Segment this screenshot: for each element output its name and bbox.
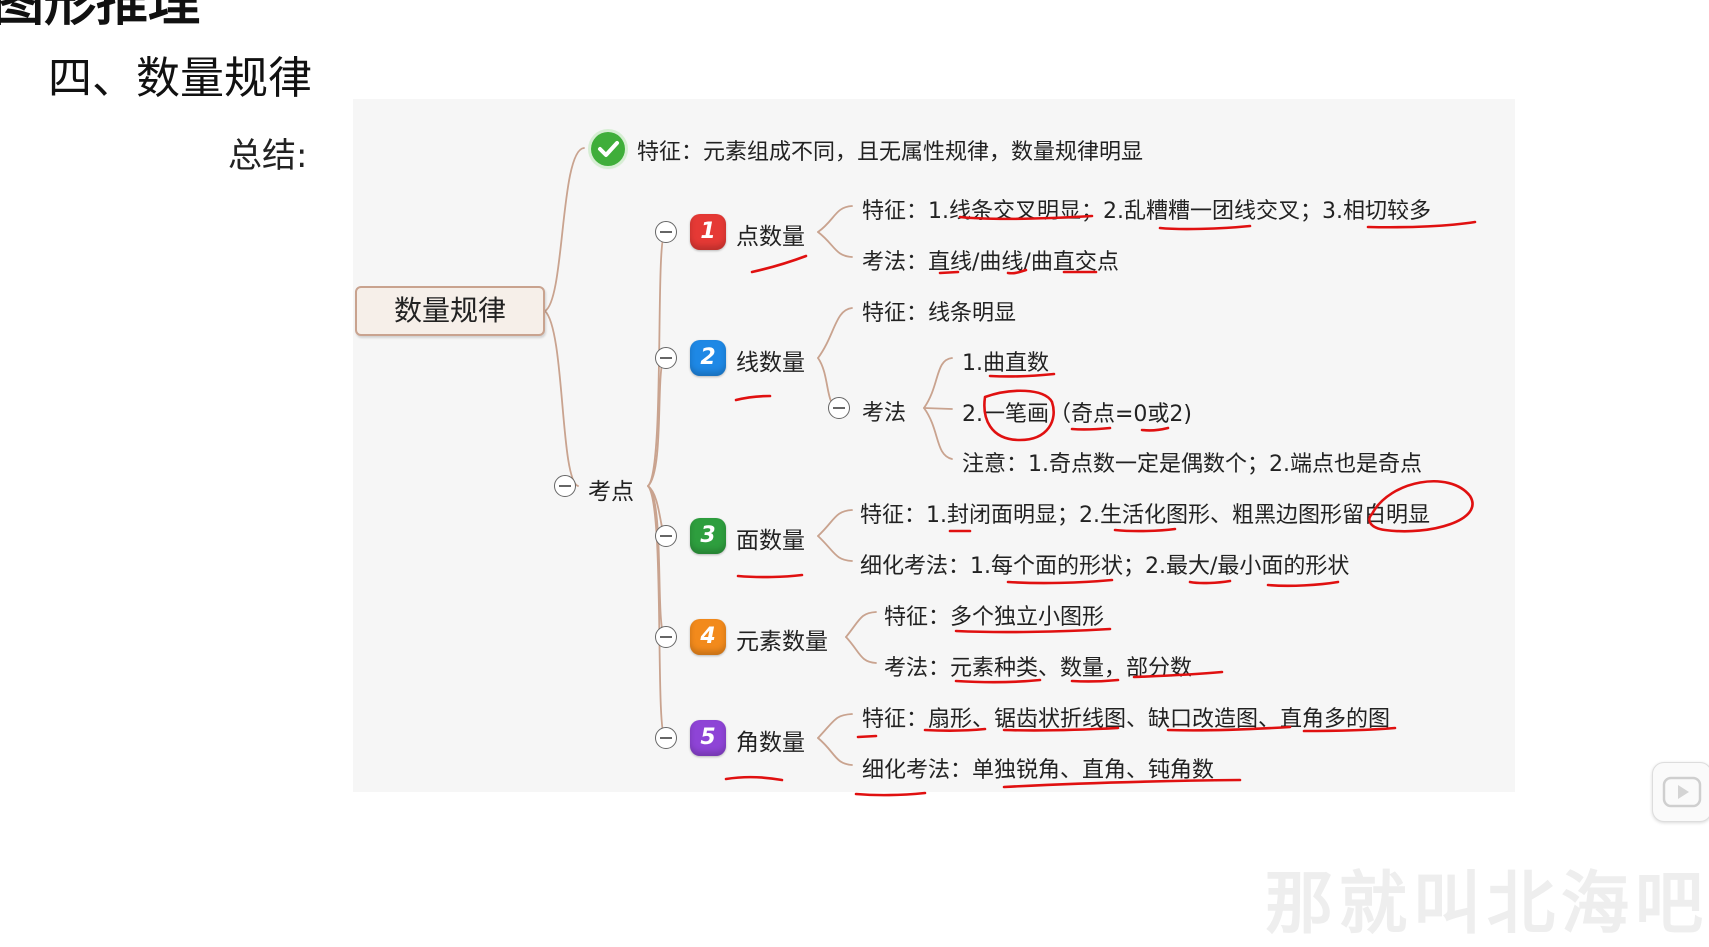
ink-underline [734,394,772,402]
ink-underline [724,775,784,782]
check-icon [591,132,625,166]
collapse-icon[interactable] [554,475,576,497]
summary-label: 总结: [228,136,308,176]
mindmap-panel [353,99,1515,792]
ink-underline [1070,678,1120,683]
play-button[interactable] [1652,762,1709,822]
branch-3-label[interactable]: 面数量 [736,528,805,554]
ink-underline [1158,224,1252,231]
ink-underline [1166,725,1292,732]
branch-3-method: 细化考法：1.每个面的形状；2.最大/最小面的形状 [860,554,1350,579]
ink-underline [1006,578,1114,585]
ink-underline [1188,579,1232,585]
branch-5-feature: 特征：扇形、锯齿状折线图、缺口改造图、直角多的图 [862,707,1391,732]
feature-top: 特征：元素组成不同，且无属性规律，数量规律明显 [637,140,1144,165]
ink-underline [1366,220,1477,229]
ink-underline [856,734,878,739]
branch-1-feature: 特征：1.线条交叉明显；2.乱糟糟一团线交叉；3.相切较多 [862,199,1431,224]
ink-underline [750,254,808,274]
collapse-icon[interactable] [655,347,677,369]
branch-2-feature: 特征：线条明显 [862,301,1017,326]
branch-2-sub-3: 注意：1.奇点数一定是偶数个；2.端点也是奇点 [962,452,1422,477]
number-3-icon: 3 [690,518,726,554]
ink-underline [1132,670,1224,679]
ink-underline [1266,580,1340,588]
branch-2-sub-1: 1.曲直数 [962,351,1049,376]
ink-underline [1302,726,1397,733]
number-5-icon: 5 [690,720,726,756]
ink-underline [923,727,987,732]
branch-5-method: 细化考法：单独锐角、直角、钝角数 [862,758,1215,783]
branch-2-label[interactable]: 线数量 [736,350,805,376]
collapse-icon[interactable] [655,525,677,547]
ink-circle [983,389,1055,442]
ink-underline [736,573,804,579]
branch-3-feature: 特征：1.封闭面明显；2.生活化图形、粗黑边图形留白明显 [860,503,1430,528]
branch-1-label[interactable]: 点数量 [736,224,805,250]
section-title: 四、数量规律 [48,53,312,104]
branch-5-label[interactable]: 角数量 [736,730,805,756]
number-2-icon: 2 [690,340,726,376]
ink-underline [954,627,1112,634]
handwritten-annotations [724,214,1477,797]
collapse-icon[interactable] [655,727,677,749]
ink-underline [988,372,1056,378]
cropped-heading: 图形推理 [0,0,201,33]
branch-4-label[interactable]: 元素数量 [736,629,828,655]
root-node[interactable]: 数量规律 [355,286,545,336]
branch-4-feature: 特征：多个独立小图形 [884,605,1105,630]
branch-2-sub-2: 2.一笔画（奇点=0或2) [962,402,1193,427]
ink-underline [954,678,1042,684]
ink-circle [1368,480,1474,533]
ink-underline [1070,426,1112,431]
kaodian-node[interactable]: 考点 [588,479,634,505]
watermark: 那就叫北海吧 [1265,865,1709,944]
collapse-icon[interactable] [655,626,677,648]
ink-underline [938,270,960,275]
ink-underline [1113,527,1177,533]
ink-underline [854,791,927,797]
collapse-icon[interactable] [828,397,850,419]
branch-2-method-label[interactable]: 考法 [862,401,907,426]
collapse-icon[interactable] [655,221,677,243]
ink-underline [1002,726,1120,732]
ink-underline [958,214,1094,221]
ink-underline [1002,778,1242,789]
number-1-icon: 1 [690,214,726,250]
play-icon [1662,776,1702,808]
ink-underline [1140,426,1170,432]
ink-underline [1006,268,1028,275]
number-4-icon: 4 [690,619,726,655]
